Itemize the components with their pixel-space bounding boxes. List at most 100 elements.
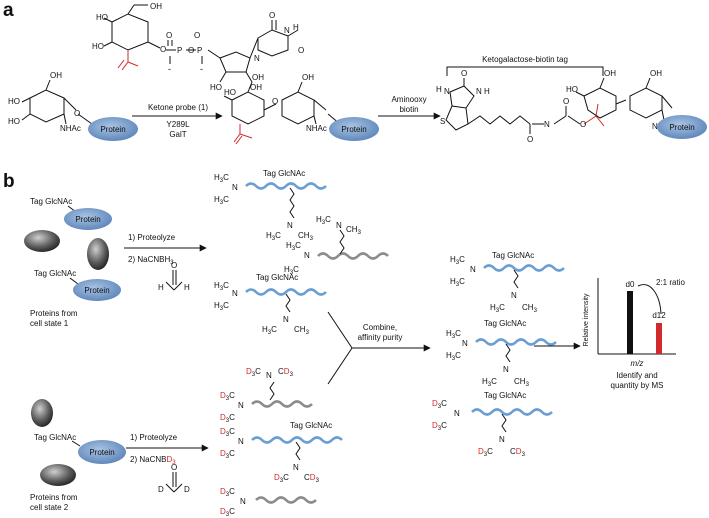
donor-o-5: O [269,11,275,20]
combined-pep2-n: N [462,339,468,348]
combined-pep3-n: N [454,409,460,418]
heavy-pep2-d3c-a: D3C [220,427,235,438]
glcnac1-nhac: NHAc [60,124,81,133]
light-pep2-n: N [304,251,310,260]
udp-ketogalactose-structure [103,4,299,83]
combined-pep3-tag: Tag GlcNAc [484,391,526,400]
heavy-pep1-n: N [238,401,244,410]
state2-tag-stick [71,440,81,447]
combined-pep2-ch3-2: CH3 [514,377,530,388]
combined-pep1-tag: Tag GlcNAc [492,251,534,260]
combined-pep3-n2: N [499,435,505,444]
donor-ho-3: HO [210,83,222,92]
state1-tag-1: Tag GlcNAc [30,197,72,206]
ms-ratio-label: 2:1 ratio [656,278,685,287]
light-pep1-h3c: H3C [214,173,229,184]
combined-pep3-d3c-c: D3C [478,447,493,458]
protein-a3-label: Protein [669,123,694,132]
light-pep3-chain [245,288,327,296]
combine-label-2: affinity purity [358,333,403,342]
disacch1-oh1: OH [252,73,264,82]
light-pep3-ch3: H3C [214,301,229,312]
light-step2: 2) NaCNBH3 [128,255,174,266]
biotin-n1: N [444,87,450,96]
heavy-pep1-cd3: CD3 [278,367,294,378]
light-step1: 1) Proteolyze [128,233,176,242]
donor-n-2: N [284,26,290,35]
step1-line1: Ketone probe (1) [148,103,208,112]
donor-o-2: O [188,46,194,55]
tag-bracket [446,66,604,76]
donor-oh-1: OH [150,2,162,11]
donor-minus-2: - [200,64,203,74]
tag-oh1: OH [604,69,616,78]
donor-ho-1: HO [96,13,108,22]
glcnac1-oh: OH [50,71,62,80]
state2-tag: Tag GlcNAc [34,433,76,442]
protein-a3 [657,115,707,139]
state1-protein-1-label: Protein [75,215,100,224]
combined-pep2-ch3: H3C [446,351,461,362]
heavy-pep2-d3c-c: D3C [274,473,289,484]
donor-minus-1: - [168,64,171,74]
state1-protein-2-label: Protein [84,286,109,295]
heavy-pep2-n2: N [293,463,299,472]
heavy-pep2-cd3: CD3 [304,473,320,484]
light-pep1-n: N [232,183,238,192]
combined-pep2-lys [505,343,511,363]
d-formaldehyde-structure [165,472,183,493]
ms-xlabel: m/z [631,359,644,368]
combined-pep1-h3c2: H3C [490,303,505,314]
heavy-pep2-d3c-b: D3C [220,449,235,460]
biotin-h1: H [436,85,442,94]
donor-h-1: H [293,23,299,32]
biotin-s: S [440,117,445,126]
linker-o3: O [580,120,586,129]
tag-bracket-label: Ketogalactose-biotin tag [482,55,568,64]
disacch1-nhac: NHAc [306,124,327,133]
linker-o2: O [563,97,569,106]
state2-label-2: cell state 2 [30,503,69,512]
light-pep3-lys [285,293,291,313]
light-pep3-ch3-2: CH3 [294,325,310,336]
light-pep2-ch3-2: CH3 [346,225,362,236]
light-pep3-h3c: H3C [214,281,229,292]
protein-a2-label: Protein [341,125,366,134]
state1-tag-stick-2 [69,277,79,285]
panel-a-label: a [3,0,14,21]
ms-peak-d0-label: d0 [626,280,635,289]
light-pep1-tag: Tag GlcNAc [263,169,305,178]
biotin-n2: N [476,87,482,96]
heavy-pep1-d3c-b: D3C [220,413,235,424]
state2-protein [78,440,126,464]
ms-caption-1: Identify and [616,371,657,380]
glcnac1-ho2: HO [8,117,20,126]
light-pep2-h3c2: H3C [316,215,331,226]
glcnac-structure-1 [21,79,93,125]
heavy-pep1-lys [269,381,275,401]
d-formaldehyde-d1: D [158,485,164,494]
combined-pep1-ch3-2: CH3 [522,303,538,314]
combined-pep3-cd3: CD3 [510,447,526,458]
combined-pep2-tag: Tag GlcNAc [484,319,526,328]
heavy-pep3-d3c-a: D3C [220,487,235,498]
state2-gray-protein-2 [40,464,76,486]
combined-pep1-h3c: H3C [450,255,465,266]
light-pep3-tag: Tag GlcNAc [256,273,298,282]
state1-protein-2 [73,279,121,301]
state2-label-1: Proteins from [30,493,78,502]
step1-line2: Y289L [166,120,190,129]
donor-o-3: O [166,31,172,40]
combined-pep1-chain [483,264,565,272]
light-pep3-n2: N [283,315,289,324]
tag-ho1: HO [566,85,578,94]
formaldehyde-o: O [171,261,177,270]
light-pep3-n: N [232,289,238,298]
biotin-h2: H [484,87,490,96]
donor-o-1: O [160,45,166,54]
light-pep1-ch3: H3C [214,195,229,206]
ms-ratio-bracket [637,284,662,315]
linker-o1: O [527,135,533,144]
ms-ylabel: Relative intensity [583,293,590,346]
